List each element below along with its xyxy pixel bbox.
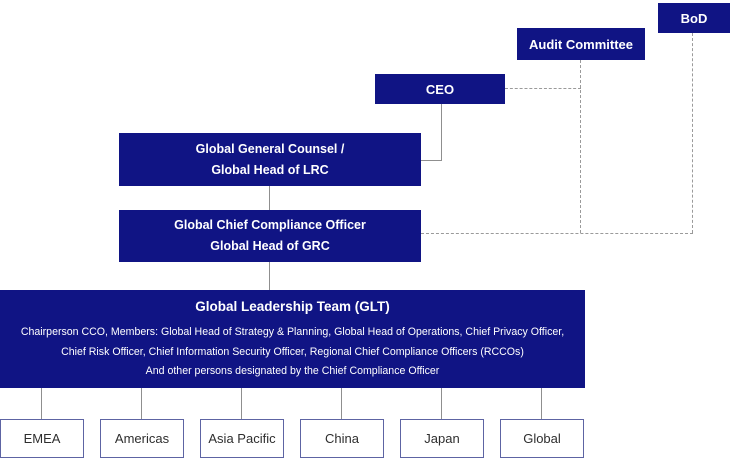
- node-region-china: China: [300, 419, 384, 458]
- node-region-americas-label: Americas: [114, 431, 170, 446]
- node-glt-body-line1: Chairperson CCO, Members: Global Head of…: [20, 326, 565, 338]
- node-glt-body-line3: And other persons designated by the Chie…: [145, 365, 440, 377]
- node-region-emea: EMEA: [0, 419, 84, 458]
- node-ceo: CEO: [375, 74, 505, 104]
- node-bod-label: BoD: [680, 10, 708, 26]
- connector-glt-to-emea: [41, 388, 42, 419]
- node-general-counsel-line1: Global General Counsel /: [195, 141, 345, 156]
- connector-glt-to-americas: [141, 388, 142, 419]
- node-region-emea-label: EMEA: [23, 431, 61, 446]
- connector-counsel-to-cco: [269, 186, 270, 210]
- node-ceo-label: CEO: [425, 81, 455, 97]
- node-region-asia-pacific-label: Asia Pacific: [208, 431, 276, 446]
- node-glt: Global Leadership Team (GLT) Chairperson…: [0, 290, 585, 388]
- connector-glt-to-asia-pacific: [241, 388, 242, 419]
- node-bod: BoD: [658, 3, 730, 33]
- node-general-counsel: Global General Counsel / Global Head of …: [119, 133, 421, 186]
- node-cco-line2: Global Head of GRC: [210, 239, 330, 253]
- connector-glt-to-china: [341, 388, 342, 419]
- node-glt-title: Global Leadership Team (GLT): [195, 299, 390, 314]
- dashed-connector-cco-right: [421, 233, 693, 234]
- node-region-japan: Japan: [400, 419, 484, 458]
- dashed-connector-ceo-right: [505, 88, 581, 89]
- node-region-china-label: China: [325, 431, 359, 446]
- node-general-counsel-line2: Global Head of LRC: [211, 162, 329, 177]
- connector-glt-to-japan: [441, 388, 442, 419]
- connector-glt-to-global: [541, 388, 542, 419]
- connector-ceo-down: [441, 103, 442, 161]
- node-audit-committee: Audit Committee: [517, 28, 645, 60]
- dashed-connector-audit-down: [580, 60, 581, 233]
- dashed-connector-bod-down: [692, 33, 693, 233]
- node-region-americas: Americas: [100, 419, 184, 458]
- node-region-japan-label: Japan: [424, 431, 460, 446]
- node-glt-body-line2: Chief Risk Officer, Chief Information Se…: [61, 345, 524, 358]
- connector-cco-to-glt: [269, 262, 270, 290]
- node-chief-compliance-officer: Global Chief Compliance Officer Global H…: [119, 210, 421, 262]
- node-region-asia-pacific: Asia Pacific: [200, 419, 284, 458]
- node-cco-line1: Global Chief Compliance Officer: [174, 218, 366, 232]
- node-region-global-label: Global: [523, 431, 561, 446]
- node-audit-committee-label: Audit Committee: [529, 36, 633, 52]
- connector-ceo-to-counsel: [421, 160, 442, 161]
- node-region-global: Global: [500, 419, 584, 458]
